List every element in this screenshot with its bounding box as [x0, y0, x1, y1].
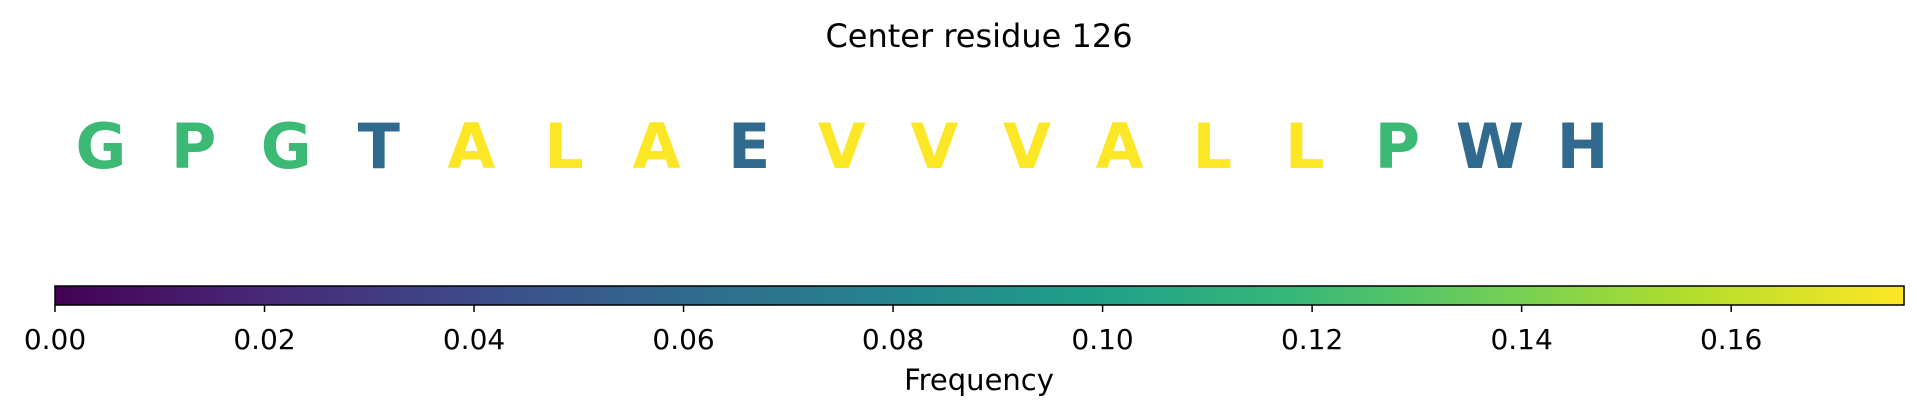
colorbar-tick-label: 0.06	[652, 323, 714, 356]
colorbar-tick-label: 0.16	[1700, 323, 1762, 356]
colorbar-gradient	[55, 286, 1904, 305]
residue-letter: W	[1456, 110, 1524, 183]
residue-letter: P	[1375, 110, 1420, 183]
residue-letter: L	[1192, 110, 1232, 183]
colorbar-tick-label: 0.12	[1281, 323, 1343, 356]
colorbar-axis-label: Frequency	[904, 363, 1054, 397]
residue-letter: V	[910, 110, 958, 183]
colorbar-tick-label: 0.10	[1071, 323, 1133, 356]
residue-letter: G	[261, 110, 312, 183]
colorbar-frame	[54, 285, 1905, 306]
residue-letter: A	[447, 110, 495, 183]
chart-title: Center residue 126	[825, 17, 1132, 55]
residue-letter: E	[728, 110, 770, 183]
residue-letter: V	[818, 110, 866, 183]
colorbar-tick-label: 0.02	[233, 323, 295, 356]
colorbar-tick-label: 0.04	[443, 323, 505, 356]
residue-letter: G	[76, 110, 127, 183]
colorbar-tick-label: 0.14	[1490, 323, 1552, 356]
colorbar-tick-label: 0.00	[24, 323, 86, 356]
residue-letter: A	[633, 110, 681, 183]
residue-letter: L	[544, 110, 584, 183]
residue-letter: V	[1003, 110, 1051, 183]
residue-letter: T	[358, 110, 400, 183]
residue-letter: P	[171, 110, 216, 183]
colorbar-ticks: 0.00 0.02 0.04 0.06 0.08 0.10 0.12 0.14 0.16	[24, 305, 1762, 356]
residue-letter: A	[1096, 110, 1144, 183]
residue-letter: L	[1285, 110, 1325, 183]
colorbar-tick-label: 0.08	[862, 323, 924, 356]
residue-letter: H	[1557, 110, 1609, 183]
colorbar: 0.00 0.02 0.04 0.06 0.08 0.10 0.12 0.14 0.16 Fre…	[24, 285, 1905, 397]
